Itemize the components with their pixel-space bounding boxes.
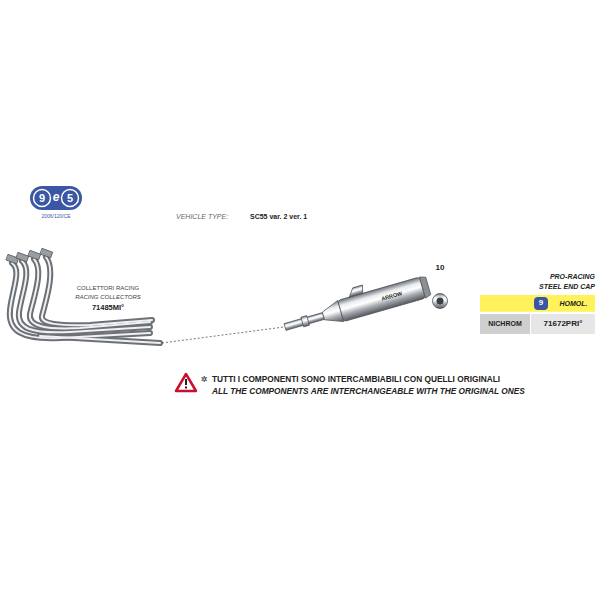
note-text: ALL THE COMPONENTS ARE INTERCHANGEABLE W…: [212, 387, 525, 396]
table-cell: NICHROM: [488, 320, 521, 328]
part-number: 71485MI°: [92, 304, 124, 312]
dashed-line: [162, 327, 284, 343]
badge-letter: e: [53, 191, 60, 204]
part-number: 71672PRI°: [544, 320, 583, 329]
part-name: RACING COLLECTORS: [75, 294, 141, 301]
badge-digit: 9: [539, 299, 543, 308]
directive-number: 2006/120/CE: [41, 214, 70, 220]
callout-number: 10: [436, 264, 445, 273]
part-name: COLLETTORI RACING: [77, 285, 140, 292]
racing-collectors: [6, 248, 160, 343]
muffler: [280, 268, 431, 338]
vehicle-type-label: VEHICLE TYPE:: [176, 213, 228, 221]
table: [480, 295, 595, 334]
badge-digit: 5: [67, 192, 73, 204]
end-cap: [433, 294, 448, 309]
vehicle-type-value: SC55 var. 2 ver. 1: [250, 213, 307, 221]
homologation-badge: [30, 186, 82, 210]
table-heading: STEEL END CAP: [539, 283, 595, 291]
badge-digit: 9: [39, 192, 45, 204]
table-heading: PRO-RACING: [550, 273, 595, 281]
note-symbol: ✲: [201, 376, 208, 385]
note-text: TUTTI I COMPONENTI SONO INTERCAMBIABILI …: [212, 375, 500, 384]
table-header: HOMOL.: [560, 300, 588, 308]
warning-triangle: [176, 374, 196, 391]
